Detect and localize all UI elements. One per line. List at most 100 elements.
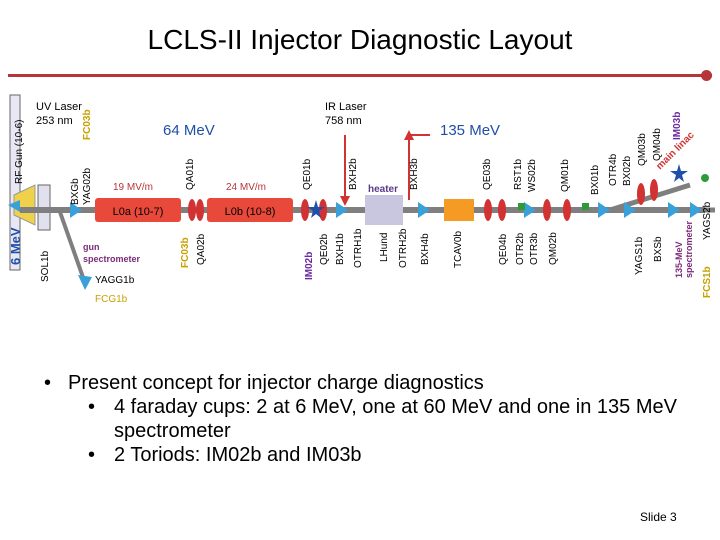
bullet-text: Present concept for injector charge diag…	[68, 372, 484, 394]
qa02b-label: QA02b	[196, 233, 207, 265]
qm03b-label: QM03b	[637, 133, 648, 166]
energy-64-label: 64 MeV	[163, 122, 215, 139]
yagg1b-label: YAGG1b	[95, 275, 135, 286]
bpm-bx01b	[598, 202, 610, 218]
title-divider-dot	[701, 70, 712, 81]
bullet-list: •Present concept for injector charge dia…	[40, 371, 700, 467]
quad-qa01b	[188, 199, 196, 221]
spectrometer-135-label-1: 135-MeV	[674, 241, 684, 278]
fc03b-bottom-label: FC03b	[180, 237, 191, 268]
quad-qm01b	[543, 199, 551, 221]
bpm-bxsb	[668, 202, 680, 218]
rf-gun-block	[9, 94, 21, 271]
sol1b-label: SOL1b	[40, 250, 51, 282]
gun-spectrometer-label-2: spectrometer	[83, 254, 141, 264]
fcs1b-label: FCS1b	[702, 266, 713, 298]
quad-qe04b	[498, 199, 506, 221]
bpm-yags1b	[624, 202, 636, 218]
screen-fcs1b	[701, 174, 709, 182]
gun-spectrometer-label-1: gun	[83, 242, 100, 252]
screen-otr4b	[582, 203, 589, 210]
otr3b-label: OTR3b	[529, 232, 540, 265]
bullet-dot: •	[44, 372, 52, 394]
rf-gun-label: RF Gun (10-6)	[14, 120, 25, 184]
gradient-l0a-label: 19 MV/m	[113, 182, 153, 193]
qe02b-label: QE02b	[319, 233, 330, 265]
otr4b-label: OTR4b	[608, 153, 619, 186]
ir-laser-out-arrowhead	[404, 130, 414, 140]
dogleg-line	[609, 182, 691, 213]
bpm-otr2b	[524, 202, 536, 218]
ir-laser-arrowhead	[340, 196, 350, 206]
bpm-yags2b	[690, 202, 702, 218]
fc03b-top-label: FC03b	[82, 109, 93, 140]
cavity-l0a-label: L0a (10-7)	[113, 206, 164, 218]
otr2b-label: OTR2b	[515, 232, 526, 265]
lhund-label: LHund	[379, 233, 390, 262]
quad-qm03b	[637, 183, 645, 205]
bxh4b-label: BXH4b	[420, 233, 431, 265]
qe04b-label: QE04b	[498, 233, 509, 265]
heater-label: heater	[368, 184, 398, 195]
bx01b-label: BX01b	[590, 165, 601, 195]
bxgb-label: BXGb	[70, 178, 81, 205]
ir-laser-label: IR Laser	[325, 101, 367, 113]
bullet-item: • Present concept for injector charge dia…	[40, 371, 700, 395]
quad-qe03b	[484, 199, 492, 221]
heater-box	[365, 195, 403, 225]
qe01b-label: QE01b	[302, 158, 313, 190]
quad-qe02b	[319, 199, 327, 221]
slide-number: Slide 3	[640, 510, 677, 524]
bx02b-label: BX02b	[622, 156, 633, 186]
quad-qm02b	[563, 199, 571, 221]
sub-bullet-text: 2 Toriods: IM02b and IM03b	[114, 444, 362, 466]
otrh2b-label: OTRH2b	[398, 228, 409, 268]
injector-layout-diagram: L0a (10-7) L0b (10-8)	[8, 94, 715, 305]
sub-bullet-text: 4 faraday cups: 2 at 6 MeV, one at 60 Me…	[114, 396, 677, 442]
bpm-yag02b	[70, 202, 82, 218]
cavity-l0a	[95, 198, 181, 222]
yagg1b-marker	[78, 275, 92, 290]
gun-laser-arrow	[8, 200, 20, 212]
uv-laser-label: UV Laser	[36, 101, 82, 113]
quad-qm04b	[650, 179, 658, 201]
uv-wavelength-label: 253 nm	[36, 115, 73, 127]
bxh2b-label: BXH2b	[348, 158, 359, 190]
bxsb-label: BXSb	[653, 236, 664, 262]
bpm-group	[70, 202, 702, 218]
screen-group	[518, 174, 709, 210]
fcg1b-label: FCG1b	[95, 294, 128, 305]
bxh3b-label: BXH3b	[409, 158, 420, 190]
ir-wavelength-label: 758 nm	[325, 115, 362, 127]
ws02b-label: WS02b	[527, 159, 538, 192]
bullet-dot: •	[88, 444, 96, 466]
cavity-l0b-label: L0b (10-8)	[225, 206, 276, 218]
quad-qe01b	[301, 199, 309, 221]
six-mev-label: 6 MeV	[8, 227, 23, 265]
gun-spectrometer-line	[58, 211, 87, 284]
quad-group	[188, 179, 658, 221]
qa01b-label: QA01b	[185, 158, 196, 190]
qm02b-label: QM02b	[548, 232, 559, 265]
energy-135-label: 135 MeV	[440, 122, 500, 139]
otrh1b-label: OTRH1b	[353, 228, 364, 268]
bpm-bxh1b	[336, 202, 348, 218]
sub-bullet-item: • 4 faraday cups: 2 at 6 MeV, one at 60 M…	[40, 395, 700, 443]
qm04b-label: QM04b	[652, 128, 663, 161]
yag02b-label: YAG02b	[82, 168, 93, 205]
toroid-im02b-star	[307, 200, 325, 218]
toroid-im03b-star	[670, 164, 688, 182]
bxh1b-label: BXH1b	[335, 233, 346, 265]
screen-ws02b	[518, 203, 525, 210]
slide-title: LCLS-II Injector Diagnostic Layout	[147, 24, 573, 55]
gradient-l0b-label: 24 MV/m	[226, 182, 266, 193]
bullet-dot: •	[88, 396, 96, 418]
title-divider	[8, 74, 712, 77]
tcav-box	[444, 199, 474, 221]
rst1b-label: RST1b	[513, 158, 524, 190]
sub-bullet-item: • 2 Toriods: IM02b and IM03b	[40, 443, 700, 467]
im03b-label: IM03b	[672, 112, 683, 140]
bpm-bxh4b	[418, 202, 430, 218]
qm01b-label: QM01b	[560, 159, 571, 192]
yags2b-label: YAGS2b	[702, 201, 713, 240]
